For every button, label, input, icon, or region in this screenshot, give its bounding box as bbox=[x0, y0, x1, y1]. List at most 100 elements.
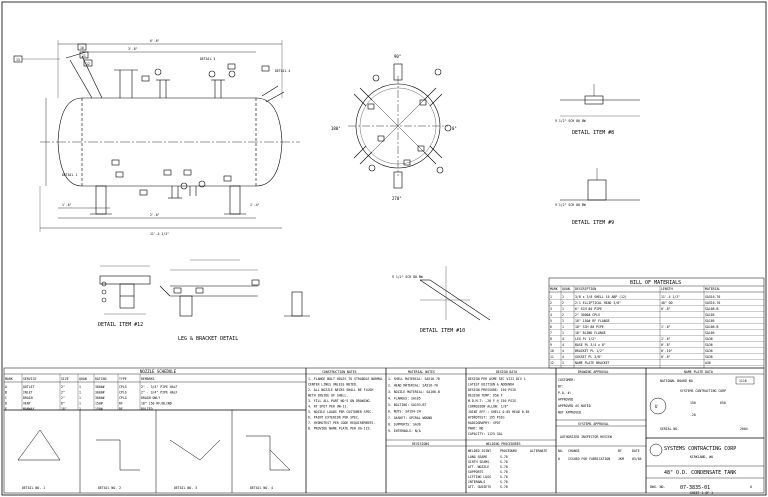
bom-cell: 12 bbox=[550, 361, 554, 365]
construction-notes-title: CONSTRUCTION NOTES bbox=[322, 370, 357, 374]
revision-header: DATE bbox=[632, 449, 640, 453]
detail-9-note: 9 1/2" SCH 80 BW bbox=[555, 203, 586, 207]
overall-dim-top: 6'-6" bbox=[150, 39, 160, 43]
material-note: 4. FLANGES: SA105 bbox=[388, 397, 421, 401]
nozzle-cell: MANWAY bbox=[23, 407, 35, 411]
bom-cell: 1 bbox=[562, 331, 564, 335]
bom-cell: 2 bbox=[562, 301, 564, 305]
bom-cell: 18" SCH 80 PIPE bbox=[575, 325, 604, 329]
detail-item-12-title: DETAIL ITEM #12 bbox=[98, 322, 143, 328]
bom-header: LENGTH bbox=[661, 287, 673, 291]
design-data-line: DESIGN PER ASME SEC VIII DIV 1 bbox=[468, 377, 526, 381]
nozzle-cell: 1 bbox=[79, 391, 81, 395]
material-note: 6. NUTS: SA194-2H bbox=[388, 410, 421, 414]
construction-note: 3. FILL ALL PART NO'S ON DRAWING. bbox=[308, 399, 371, 403]
bom-cell: 1'-6" bbox=[661, 337, 671, 341]
nozzle-cell: 2" - 3/4" PIPE HALF bbox=[141, 385, 178, 389]
approval-line: APPROVED bbox=[558, 398, 573, 402]
nozzle-header: TYPE bbox=[119, 377, 127, 381]
nozzle-cell: B bbox=[5, 391, 7, 395]
design-data-line: LATEST EDITION & ADDENDA bbox=[468, 383, 514, 387]
design-data-line: CAPACITY: 1125 GAL bbox=[468, 432, 503, 436]
nozzle-cell: CPLG bbox=[119, 391, 127, 395]
bom-cell: 7 bbox=[550, 331, 552, 335]
bom-cell: NAME PLATE BRACKET bbox=[575, 361, 610, 365]
welding-cell: ATT. NOZZLE bbox=[468, 465, 489, 469]
callout-12: 12 bbox=[86, 62, 90, 66]
bom-cell: 1 bbox=[562, 307, 564, 311]
bom-header: QUAN. bbox=[562, 287, 572, 291]
nozzle-cell: 3000# bbox=[95, 391, 105, 395]
nozzle-header: SERVICE bbox=[23, 377, 37, 381]
callout-11: 11 bbox=[82, 54, 86, 58]
bom-cell: 3/8 x 3/8 SHELL 16 ABP (12) bbox=[575, 295, 627, 299]
detail-1-label: DETAIL 1 bbox=[62, 173, 77, 177]
nozzle-cell: CPLG bbox=[119, 385, 127, 389]
bom-cell: 1 bbox=[562, 361, 564, 365]
dim-3: 1'-6" bbox=[62, 203, 72, 207]
detail-10-note: 9 1/2" SCH 80 BW bbox=[392, 275, 423, 279]
welding-cell: S-70 bbox=[500, 480, 508, 484]
nozzle-cell: DRAIN bbox=[23, 396, 33, 400]
material-note: 2. HEAD MATERIAL: SA516-70 bbox=[388, 384, 438, 388]
overall-dim: 11'-4 1/2" bbox=[150, 232, 169, 236]
nozzle-cell: 18" 150 RF/BLIND bbox=[141, 402, 172, 406]
angle-0: 0° bbox=[452, 126, 457, 131]
construction-notes: CONSTRUCTION NOTES 1. FLANGE BOLT HOLES … bbox=[305, 367, 387, 494]
np-company: SYSTEMS CONTRACTING CORP bbox=[680, 389, 726, 393]
construction-note: 6. PAINT EXTERIOR PER SPEC. bbox=[308, 416, 360, 420]
nozzle-cell: INLET bbox=[23, 391, 33, 395]
name-plate: NAME PLATE DATA NATIONAL BOARD NO 1116 S… bbox=[645, 367, 765, 439]
plan-view bbox=[348, 63, 452, 189]
nozzle-header: REMARKS bbox=[141, 377, 155, 381]
bom-cell: 10 bbox=[550, 349, 554, 353]
bom-cell: 2" 3000# CPLG bbox=[575, 313, 600, 317]
bom-cell: 11'-4 1/2" bbox=[661, 295, 680, 299]
np-temp: 650 bbox=[720, 401, 726, 405]
bom-cell: 0'-8" bbox=[661, 343, 671, 347]
construction-note: 4. RT SPOT PER UW-11. bbox=[308, 405, 348, 409]
leg-bracket-drawing bbox=[159, 259, 310, 317]
detail-item-10-title: DETAIL ITEM #10 bbox=[420, 328, 465, 334]
elevation-text: 6'-6" 3'-8" 11'-4 1/2" 1'-6" 2'-0" 1'-4"… bbox=[16, 39, 290, 236]
detail-item-10-drawing bbox=[419, 266, 491, 321]
approval-line: BY: bbox=[558, 385, 564, 389]
detail-item-9-drawing bbox=[560, 168, 640, 201]
nozzle-cell: BOLTED bbox=[141, 407, 153, 411]
bom-cell: 11 bbox=[550, 355, 554, 359]
nozzle-cell: RF bbox=[119, 407, 123, 411]
bom-cell: 8 bbox=[550, 337, 552, 341]
revision-cell: 03/04 bbox=[632, 457, 642, 461]
revision-header: NO. bbox=[558, 449, 564, 453]
bom-cell: 1'-0" bbox=[661, 325, 671, 329]
welding-header: ALTERNATE bbox=[530, 449, 547, 453]
bom-cell: SA36 bbox=[705, 349, 713, 353]
material-note: 5. BOLTING: SA193-B7 bbox=[388, 403, 426, 407]
welding-cell: S-70 bbox=[500, 475, 508, 479]
nozzle-cell: 1 bbox=[79, 407, 81, 411]
nozzle-cell: 2" bbox=[61, 391, 65, 395]
bom-cell: 2 bbox=[550, 301, 552, 305]
detail-item-9-title: DETAIL ITEM #9 bbox=[572, 220, 614, 226]
design-data-line: CORROSION ALLOW: 1/8" bbox=[468, 405, 508, 409]
bom-cell: 1 bbox=[562, 325, 564, 329]
detail-8-note: 9 1/2" SCH 80 BW bbox=[555, 119, 586, 123]
bom-header: MATERIAL bbox=[705, 287, 720, 291]
bom-cell: A36 bbox=[705, 361, 711, 365]
bom-cell: 4 bbox=[562, 343, 564, 347]
welding-header: WELDED JOINT bbox=[468, 449, 491, 453]
design-data-line: JOINT EFF.: SHELL 0.85 HEAD 0.85 bbox=[468, 410, 529, 414]
nozzle-cell: C bbox=[5, 396, 7, 400]
welding-cell: S-70 bbox=[500, 470, 508, 474]
bom-cell: 1 bbox=[562, 319, 564, 323]
bom-cell: SA106-B bbox=[705, 307, 719, 311]
bom-cell: 6 bbox=[550, 325, 552, 329]
bom-cell: 4 bbox=[562, 355, 564, 359]
bom-cell: 9 bbox=[550, 343, 552, 347]
revision-header: BY bbox=[618, 449, 622, 453]
design-data-line: RADIOGRAPHY: SPOT bbox=[468, 421, 501, 425]
design-data-title: DESIGN DATA bbox=[496, 370, 517, 374]
construction-note: 2. ALL NOZZLE NECKS SHALL BE FLUSH bbox=[308, 388, 373, 392]
